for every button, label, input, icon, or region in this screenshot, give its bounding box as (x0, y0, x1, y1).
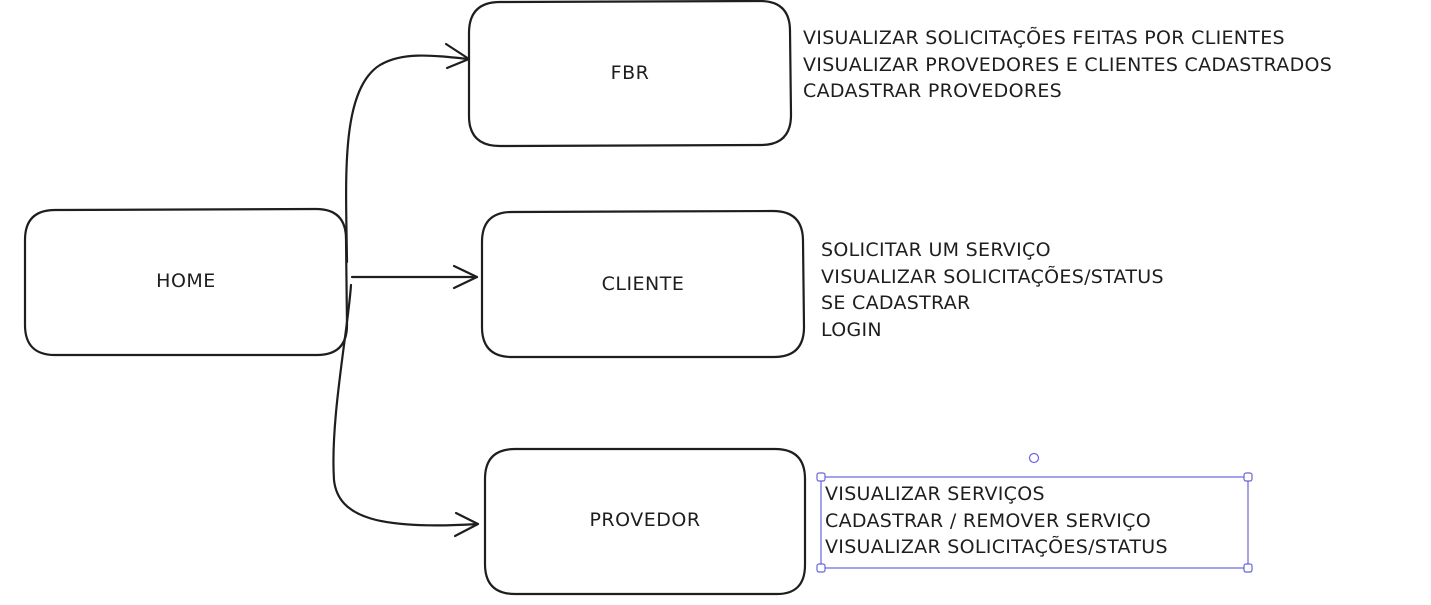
cliente-note-line: VISUALIZAR SOLICITAÇÕES/STATUS (821, 265, 1164, 288)
cliente-note-line: LOGIN (821, 318, 882, 341)
fbr-note-line: VISUALIZAR SOLICITAÇÕES FEITAS POR CLIEN… (803, 27, 1285, 49)
arrow-home-provedor[interactable] (332, 283, 480, 527)
arrowhead-cliente (452, 264, 479, 290)
provedor-note-line: CADASTRAR / REMOVER SERVIÇO (825, 509, 1151, 532)
resize-handle-top-left[interactable] (816, 472, 826, 482)
selection-frame (820, 476, 1249, 569)
cliente-label: CLIENTE (602, 273, 685, 295)
home-box[interactable] (23, 207, 349, 357)
resize-handle-top-right[interactable] (1243, 472, 1253, 482)
fbr-note-line: CADASTRAR PROVEDORES (803, 80, 1063, 102)
arrow-home-fbr[interactable] (345, 54, 470, 264)
fbr-box[interactable] (467, 0, 793, 148)
resize-handle-bottom-left[interactable] (816, 563, 826, 573)
home-label: HOME (156, 270, 216, 292)
fbr-note-line: VISUALIZAR PROVEDORES E CLIENTES CADASTR… (803, 53, 1333, 76)
arrowhead-fbr (444, 42, 471, 70)
resize-handle-bottom-right[interactable] (1243, 563, 1253, 573)
arrowhead-provedor (453, 511, 480, 538)
provedor-note-line: VISUALIZAR SOLICITAÇÕES/STATUS (825, 536, 1168, 558)
rotation-handle[interactable] (1028, 452, 1040, 464)
provedor-notes[interactable]: VISUALIZAR SERVIÇOS CADASTRAR / REMOVER … (825, 481, 1168, 561)
provedor-label: PROVEDOR (589, 509, 700, 531)
cliente-box[interactable] (480, 209, 806, 359)
cliente-note-line: SE CADASTRAR (821, 292, 971, 314)
cliente-notes[interactable]: SOLICITAR UM SERVIÇO VISUALIZAR SOLICITA… (821, 237, 1164, 343)
provedor-box[interactable] (483, 447, 807, 596)
fbr-label: FBR (611, 62, 650, 84)
provedor-note-line: VISUALIZAR SERVIÇOS (825, 483, 1045, 505)
cliente-note-line: SOLICITAR UM SERVIÇO (821, 239, 1051, 261)
fbr-notes[interactable]: VISUALIZAR SOLICITAÇÕES FEITAS POR CLIEN… (803, 25, 1332, 105)
